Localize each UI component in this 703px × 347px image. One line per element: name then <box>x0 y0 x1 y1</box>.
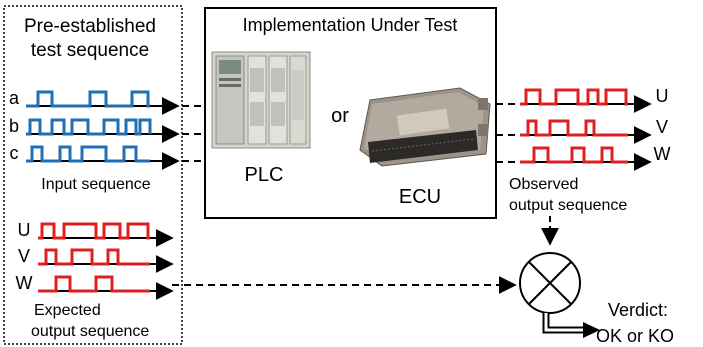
input-waveform-c <box>26 145 150 163</box>
expected-waveform-w <box>38 275 150 293</box>
plc-icon <box>211 51 311 149</box>
observed-signal-w: W <box>520 144 671 171</box>
observed-label-v: V <box>656 117 668 137</box>
input-waveform-a <box>26 90 150 108</box>
observed-waveform-v <box>520 119 628 137</box>
observed-caption-line1: Observed <box>509 176 578 193</box>
expected-signal-u: U <box>18 220 174 247</box>
plc-label: PLC <box>245 164 284 186</box>
verdict-values: OK or KO <box>596 326 674 346</box>
expected-waveform-u <box>38 222 150 240</box>
panel-title-line1: Pre-established <box>24 16 156 37</box>
panel-title-line2: test sequence <box>31 40 149 61</box>
pre-established-panel <box>3 5 183 345</box>
input-label-a: a <box>9 88 20 108</box>
expected-label-v: V <box>18 246 30 266</box>
iut-box <box>204 7 497 219</box>
observed-waveform-w <box>520 146 628 164</box>
input-signal-a: a <box>9 88 180 115</box>
comparator-icon <box>519 252 581 314</box>
expected-caption-line2: output sequence <box>31 323 149 340</box>
iut-title: Implementation Under Test <box>243 15 458 35</box>
observed-signal-v: V <box>520 117 668 144</box>
expected-signal-group: UVW <box>16 220 174 300</box>
observed-waveform-u <box>520 88 628 106</box>
input-waveform-b <box>26 118 152 136</box>
observed-caption-line2: output sequence <box>509 197 627 214</box>
observed-label-u: U <box>656 86 669 106</box>
ecu-label: ECU <box>399 186 441 208</box>
verdict-arrow <box>542 313 600 338</box>
verdict-label: Verdict: <box>608 300 668 320</box>
input-label-b: b <box>9 116 19 136</box>
observed-label-w: W <box>654 144 671 164</box>
expected-waveform-v <box>38 248 150 266</box>
expected-label-u: U <box>18 220 31 240</box>
expected-caption-line1: Expected <box>34 302 101 319</box>
input-signal-c: c <box>10 143 180 170</box>
expected-signal-v: V <box>18 246 174 273</box>
expected-label-w: W <box>16 273 33 293</box>
input-signal-group: abc <box>9 88 180 170</box>
input-signal-b: b <box>9 116 180 143</box>
input-label-c: c <box>10 143 19 163</box>
observed-signal-u: U <box>520 86 669 113</box>
expected-signal-w: W <box>16 273 174 300</box>
ecu-icon <box>359 87 491 167</box>
input-sequence-caption: Input sequence <box>41 176 151 193</box>
observed-signal-group: UVW <box>520 86 671 171</box>
or-label: or <box>331 105 349 127</box>
